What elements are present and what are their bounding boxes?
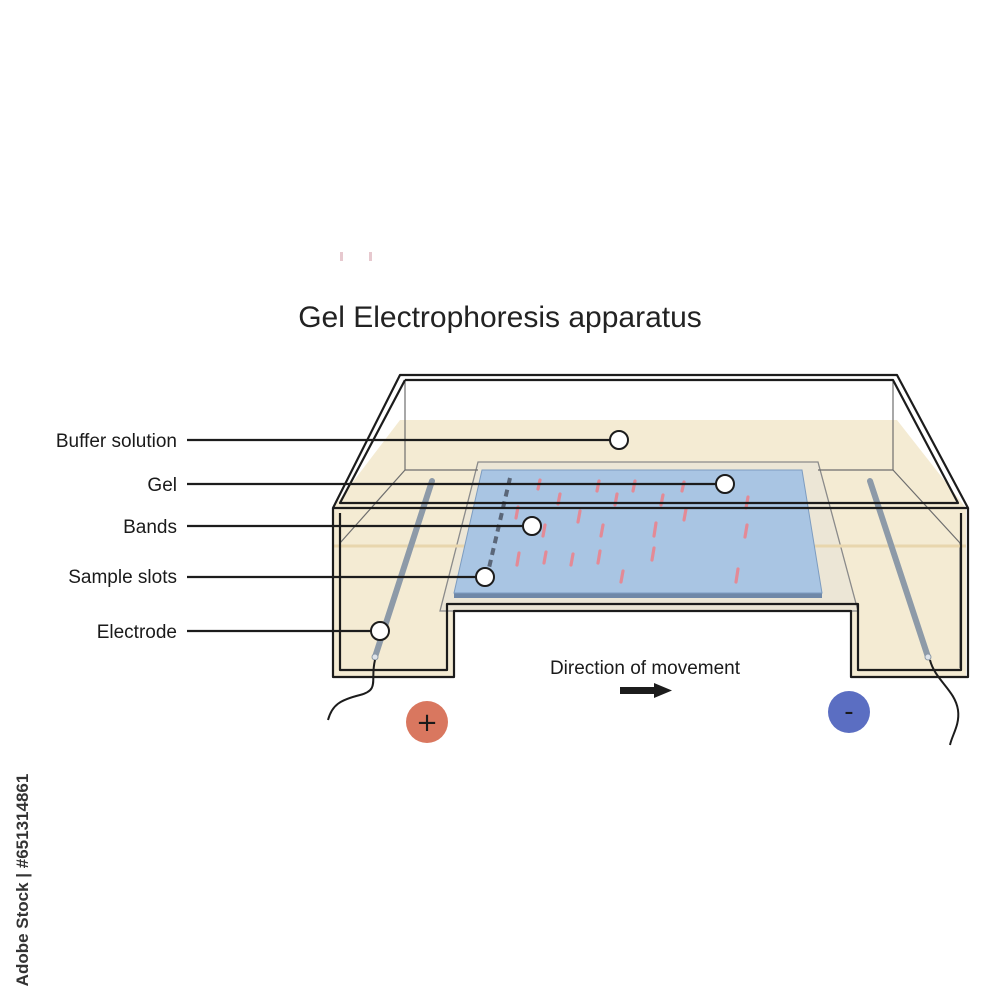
- right-arrow-icon: [620, 683, 672, 698]
- label-sample-slots: Sample slots: [68, 567, 177, 588]
- callout-bands: Bands: [123, 516, 542, 538]
- plus-circle-icon: +: [406, 701, 448, 743]
- diagram-title: Gel Electrophoresis apparatus: [298, 301, 702, 334]
- stock-id-text: Adobe Stock | #651314861: [13, 774, 32, 987]
- direction-caption: Direction of movement: [550, 658, 741, 679]
- negative-sign: -: [844, 697, 853, 727]
- callout-electrode: Electrode: [97, 621, 390, 643]
- label-gel: Gel: [147, 475, 177, 496]
- stray-marks: [340, 252, 372, 261]
- label-electrode: Electrode: [97, 622, 177, 643]
- callout-gel: Gel: [147, 474, 735, 496]
- tank-outline: [331, 373, 970, 679]
- gel-slab: [453, 469, 823, 598]
- sample-slots: [483, 477, 512, 586]
- label-bands: Bands: [123, 517, 177, 538]
- callout-sample-slots: Sample slots: [68, 567, 495, 588]
- minus-circle-icon: -: [828, 691, 870, 733]
- bands: [514, 478, 750, 584]
- label-buffer-solution: Buffer solution: [56, 431, 177, 452]
- positive-sign: +: [416, 708, 438, 738]
- gel-surface: [453, 469, 823, 594]
- electrode-right: [867, 478, 960, 746]
- callout-buffer-solution: Buffer solution: [56, 430, 629, 452]
